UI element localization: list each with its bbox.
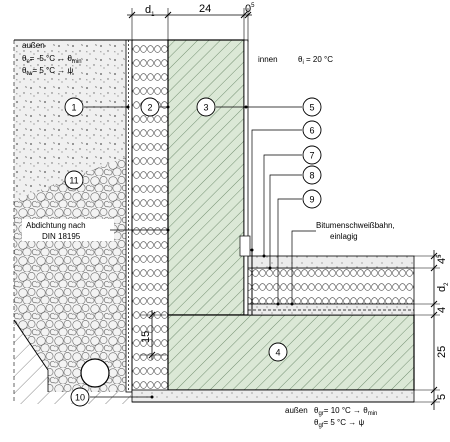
abdichtung-label-bg: [22, 219, 114, 241]
dim-right-25: 25: [436, 346, 448, 358]
gravel-fill: [14, 155, 131, 392]
callout-circle-3: [196, 97, 216, 117]
dim-right-d2: d2: [436, 282, 450, 292]
callout-circle-5: [302, 97, 322, 117]
callout-circle-2: [140, 97, 160, 117]
label-theta-e: θe= -5 °C → θmin: [22, 54, 82, 65]
dim-right-5: 5: [436, 394, 448, 400]
interior-plaster: [243, 39, 249, 316]
callout-label-7: 7: [309, 151, 314, 161]
callout-label-3: 3: [203, 103, 208, 113]
callout-circle-1: [64, 97, 84, 117]
label-theta-i: θi = 20 °C: [298, 55, 333, 66]
callout-circle-9: [302, 189, 322, 209]
slope-soil-hatch: [14, 320, 48, 392]
dim-24: 24: [199, 3, 211, 15]
callout-label-1: 1: [71, 103, 76, 113]
floor-insulation: [247, 267, 415, 305]
label-aussen: außen: [22, 41, 45, 50]
label-theta-gf: θgf= 5 °C → ψ: [314, 418, 364, 429]
callout-circle-11: [64, 170, 84, 190]
dim-15: 15: [140, 331, 152, 343]
callout-label-9: 9: [309, 195, 314, 205]
blinding-layer: [131, 389, 415, 403]
callout-circle-7: [302, 145, 322, 165]
callout-label-4: 4: [275, 348, 280, 358]
callout-circle-6: [302, 120, 322, 140]
leader-lines: [84, 106, 302, 398]
sealing-layer: [247, 303, 415, 316]
callout-circle-10: [70, 387, 90, 407]
protection-layer: [125, 39, 133, 393]
callout-circle-4: [268, 342, 288, 362]
floor-screed: [247, 255, 415, 269]
dim-right-4: 4: [436, 307, 448, 313]
dim-d1: d1: [145, 4, 155, 18]
callout-label-2: 2: [147, 103, 152, 113]
label-theta-tw: θtw= 5 °C → ψ: [22, 66, 73, 77]
concrete-wall: [167, 39, 245, 316]
label-theta-gr: θgr= 10 °C → θmin: [314, 406, 377, 417]
callout-group: 1 2 3 4 5 6 7 8 9 10 11: [64, 97, 322, 407]
dim-0-5: 05: [245, 3, 255, 15]
label-abdichtung-1: Abdichtung nach: [26, 221, 86, 230]
callout-label-8: 8: [309, 171, 314, 181]
label-innen: innen: [258, 55, 278, 64]
label-bitumen-2: einlagig: [330, 232, 358, 241]
callout-label-11: 11: [69, 176, 78, 186]
label-abdichtung-2: DIN 18195: [42, 232, 81, 241]
dim-right-4-5: 45: [436, 254, 448, 264]
callout-circle-8: [302, 165, 322, 185]
label-aussen-bottom: außen: [285, 406, 308, 415]
slope-line: [13, 319, 49, 371]
callout-label-6: 6: [309, 126, 314, 136]
drain-pipe: [80, 358, 110, 388]
label-bitumen-1: Bitumenschweißbahn,: [316, 221, 395, 230]
callout-label-5: 5: [309, 103, 314, 113]
callout-label-10: 10: [75, 393, 85, 403]
floor-slab: [167, 314, 415, 391]
